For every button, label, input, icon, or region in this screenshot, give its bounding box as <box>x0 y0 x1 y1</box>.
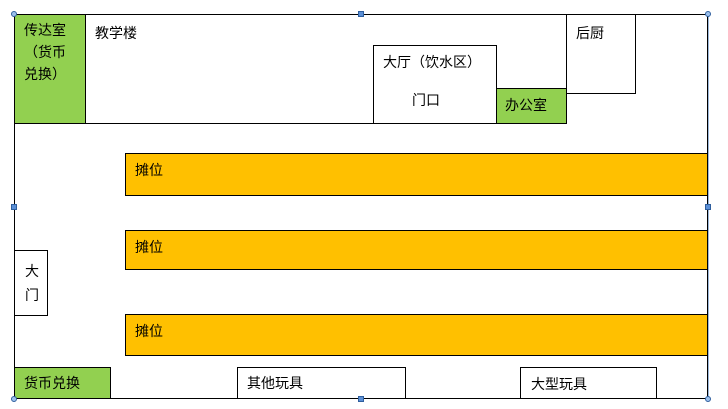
office-room: 办公室 <box>496 88 567 124</box>
kitchen-label: 后厨 <box>576 26 604 42</box>
kitchen-room: 后厨 <box>566 14 636 94</box>
currency-exchange-room: 货币兑换 <box>14 367 111 399</box>
resize-handle-bottom-left[interactable] <box>11 396 17 402</box>
stall-2: 摊位 <box>125 230 708 270</box>
teaching-building-label: 教学楼 <box>95 26 137 42</box>
large-toys-area: 大型玩具 <box>520 367 657 399</box>
other-toys-area: 其他玩具 <box>237 367 406 399</box>
large-toys-label: 大型玩具 <box>531 377 587 393</box>
resize-handle-top-right[interactable] <box>705 11 711 17</box>
reception-room: 传达室 （货币 兑换） <box>14 14 86 124</box>
stall-1: 摊位 <box>125 153 708 196</box>
resize-handle-left-middle[interactable] <box>11 204 17 210</box>
office-label: 办公室 <box>505 98 547 114</box>
stall-3-label: 摊位 <box>135 324 163 340</box>
resize-handle-right-middle[interactable] <box>705 204 711 210</box>
currency-exchange-label: 货币兑换 <box>24 376 80 392</box>
stall-2-label: 摊位 <box>135 240 163 256</box>
reception-room-label: 传达室 （货币 兑换） <box>24 23 66 83</box>
doorway-label: 门口 <box>412 93 440 109</box>
resize-handle-bottom-right[interactable] <box>705 396 711 402</box>
hall-label: 大厅（饮水区） <box>383 55 481 71</box>
resize-handle-top-center[interactable] <box>358 11 364 17</box>
resize-handle-top-left[interactable] <box>11 11 17 17</box>
main-gate: 大 门 <box>14 250 48 316</box>
other-toys-label: 其他玩具 <box>247 376 303 392</box>
hall-drinking-area: 大厅（饮水区） 门口 <box>373 45 497 124</box>
main-gate-label: 大 门 <box>25 264 39 304</box>
resize-handle-bottom-center[interactable] <box>358 396 364 402</box>
stall-1-label: 摊位 <box>135 163 163 179</box>
stall-3: 摊位 <box>125 314 708 356</box>
